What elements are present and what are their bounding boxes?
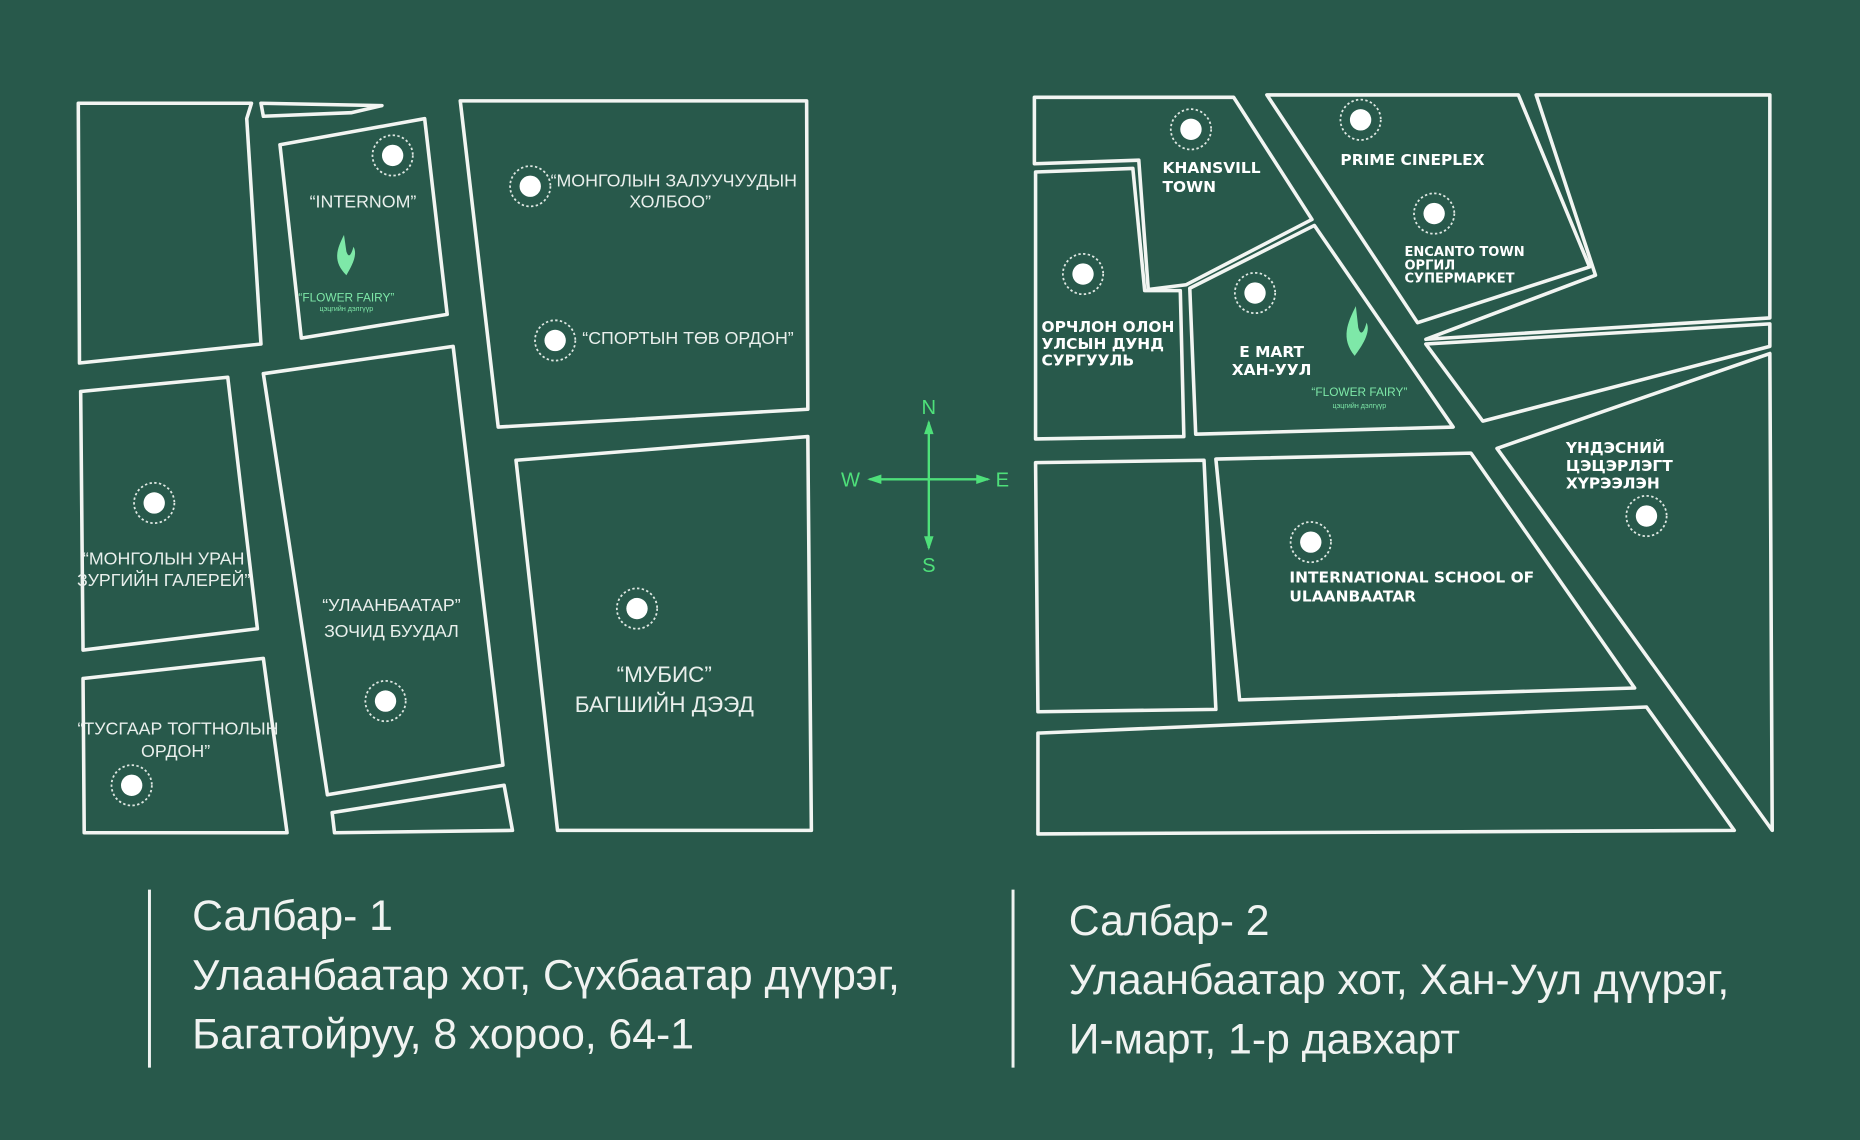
svg-text:“FLOWER FAIRY”: “FLOWER FAIRY”: [298, 290, 394, 304]
marker-sport-palace: [534, 319, 577, 362]
city-block: [1033, 458, 1218, 714]
label-orchlon-school: ОРЧЛОН ОЛОН: [1042, 318, 1175, 336]
compass-east: E: [996, 469, 1009, 491]
map-branch-1: “INTERNOM” “FLOWER FAIRY” цэцгийн дэлгүү…: [76, 99, 814, 835]
marker-isu: [1289, 521, 1332, 564]
compass-south: S: [922, 555, 935, 577]
svg-text:“FLOWER FAIRY”: “FLOWER FAIRY”: [1311, 385, 1407, 399]
marker-orchlon-school: [1061, 252, 1105, 296]
city-block: [261, 344, 505, 797]
marker-emart: [1233, 271, 1277, 315]
branch-1-title: Салбар- 1: [192, 892, 393, 940]
branch-2-address: Салбар- 2 Улаанбаатар хот, Хан-Уул дүүрэ…: [1011, 889, 1729, 1068]
label-khansvill: KHANSVILL: [1163, 159, 1261, 177]
city-block: [330, 783, 515, 835]
label-isu: INTERNATIONAL SCHOOL OF: [1289, 568, 1534, 586]
label-art-gallery: “МОНГОЛЫН УРАН: [83, 549, 245, 569]
city-block: [259, 101, 384, 119]
marker-art-gallery: [133, 481, 176, 525]
city-block: [81, 656, 289, 835]
label-encanto-3: СУПЕРМАРКЕТ: [1404, 271, 1514, 286]
city-block: [1032, 95, 1314, 292]
branch-1-line-2: Багатойруу, 8 хороо, 64-1: [192, 1011, 694, 1059]
marker-ub-hotel: [364, 680, 407, 723]
marker-encanto: [1413, 192, 1456, 235]
label-mubis-2: БАГШИЙН ДЭЭД: [575, 692, 754, 717]
city-block: [1424, 322, 1772, 423]
marker-mubis: [615, 587, 659, 630]
label-independence-palace-2: ОРДОН”: [141, 741, 210, 761]
marker-khansvill: [1169, 108, 1213, 151]
compass-north: N: [922, 397, 937, 419]
label-youth-federation-2: ХОЛБОО”: [629, 192, 711, 212]
city-block: [1265, 93, 1592, 325]
label-ub-hotel-2: ЗОЧИД БУУДАЛ: [324, 621, 459, 641]
svg-text:цэцгийн дэлгүүр: цэцгийн дэлгүүр: [320, 305, 374, 313]
label-prime-cineplex: PRIME CINEPLEX: [1340, 151, 1484, 169]
city-block: [1424, 93, 1772, 342]
city-block: [1495, 351, 1774, 833]
city-block: [278, 116, 449, 340]
branch-1-address: Салбар- 1 Улаанбаатар хот, Сүхбаатар дүү…: [147, 889, 900, 1068]
city-block: [1214, 451, 1637, 702]
flower-fairy-logo-icon: “FLOWER FAIRY” цэцгийн дэлгүүр: [298, 234, 394, 313]
city-block: [514, 434, 814, 833]
city-block: [1033, 166, 1186, 441]
flower-fairy-logo-icon: “FLOWER FAIRY” цэцгийн дэлгүүр: [1311, 306, 1407, 410]
label-khansvill-2: TOWN: [1163, 178, 1217, 196]
label-art-gallery-2: ЗУРГИЙН ГАЛЕРЕЙ”: [77, 569, 250, 590]
label-emart-2: ХАН-УУЛ: [1232, 361, 1312, 379]
city-block: [78, 375, 260, 652]
compass-west: W: [841, 469, 860, 491]
svg-text:цэцгийн дэлгүүр: цэцгийн дэлгүүр: [1333, 402, 1387, 410]
label-exhibition: ҮНДЭСНИЙ: [1565, 438, 1665, 457]
label-encanto-2: ОРГИЛ: [1404, 258, 1455, 273]
marker-prime-cineplex: [1339, 98, 1382, 141]
label-independence-palace: “ТУСГААР ТОГТНОЛЫН: [77, 718, 278, 738]
city-block: [458, 99, 810, 429]
label-orchlon-school-3: СУРГУУЛЬ: [1042, 351, 1135, 369]
branch-2-line-1: Улаанбаатар хот, Хан-Уул дүүрэг,: [1069, 956, 1729, 1004]
map-branch-2: KHANSVILL TOWN PRIME CINEPLEX ENCANTO TO…: [1032, 93, 1774, 836]
compass-icon: N S W E: [841, 397, 1009, 577]
branch-2-title: Салбар- 2: [1069, 897, 1270, 945]
label-encanto: ENCANTO TOWN: [1404, 245, 1524, 260]
label-isu-2: ULAANBAATAR: [1289, 587, 1416, 605]
label-internom: “INTERNOM”: [310, 192, 417, 212]
marker-independence-palace: [110, 764, 153, 807]
marker-youth-federation: [509, 165, 552, 208]
branch-2-line-2: И-март, 1-р давхарт: [1069, 1015, 1460, 1063]
city-block: [76, 101, 263, 365]
label-exhibition-2: ЦЭЦЭРЛЭГТ: [1566, 457, 1673, 475]
label-emart: E MART: [1239, 343, 1304, 361]
branch-1-line-1: Улаанбаатар хот, Сүхбаатар дүүрэг,: [192, 951, 900, 999]
label-exhibition-3: ХҮРЭЭЛЭН: [1566, 475, 1660, 493]
city-block: [1188, 223, 1455, 436]
marker-internom: [371, 134, 414, 177]
label-sport-palace: “СПОРТЫН ТӨВ ОРДОН”: [582, 328, 794, 348]
label-orchlon-school-2: УЛСЫН ДУНД: [1042, 335, 1164, 353]
label-mubis: “МУБИС”: [617, 662, 712, 687]
marker-exhibition: [1625, 494, 1668, 538]
label-ub-hotel: “УЛААНБААТАР”: [322, 595, 460, 615]
city-block: [1036, 705, 1737, 836]
label-youth-federation: “МОНГОЛЫН ЗАЛУУЧУУДЫН: [551, 170, 797, 190]
